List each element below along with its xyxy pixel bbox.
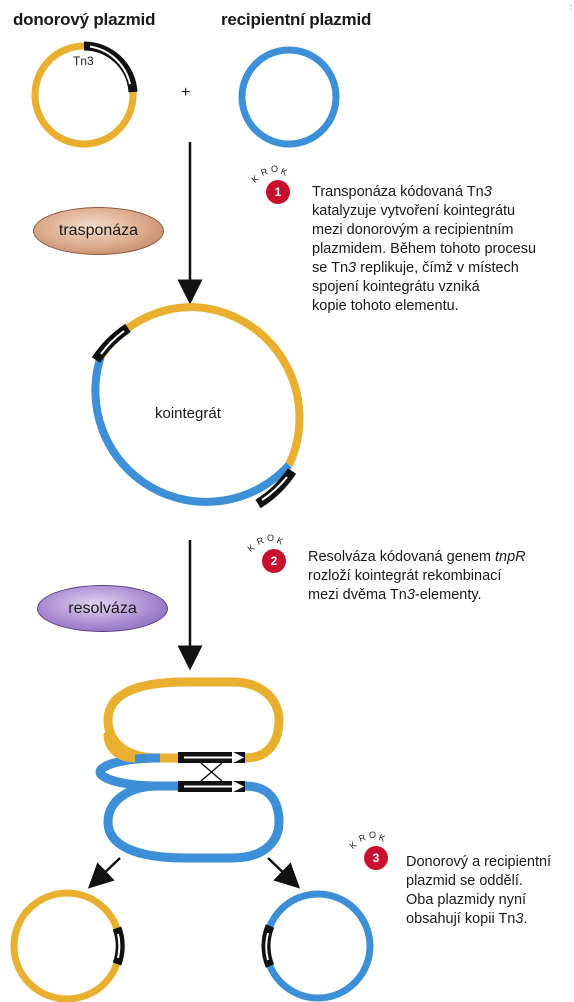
step-word-letter: R xyxy=(357,832,368,844)
description-line: plazmid se oddělí. xyxy=(406,873,523,889)
step-2-description: Resolváza kódovaná genem tnpR rozloží ko… xyxy=(308,548,526,605)
result-donor-plasmid xyxy=(10,889,125,1002)
description-line: plazmidem. Během tohoto procesu xyxy=(312,241,537,257)
description-line: katalyzuje vytvoření kointegrátu xyxy=(312,203,516,219)
description-line: obsahují kopii Tn3. xyxy=(406,911,528,927)
description-line: spojení kointegrátu vzniká xyxy=(312,279,480,295)
result-recipient-plasmid xyxy=(261,890,374,1002)
step-number: 2 xyxy=(262,549,286,573)
step-number: 3 xyxy=(364,846,388,870)
cointegrate-plasmid xyxy=(91,303,304,509)
description-line: mezi dvěma Tn3-elementy. xyxy=(308,587,482,603)
corner-mark: : xyxy=(569,2,572,12)
transposase-enzyme: trasponáza xyxy=(33,207,164,255)
cointegrate-label: kointegrát xyxy=(155,405,221,422)
resolvase-label: resolváza xyxy=(68,599,137,617)
donor-plasmid-title: donorový plazmid xyxy=(13,10,156,29)
arrow-to-donor xyxy=(87,857,121,889)
arrow-to-recipient xyxy=(267,857,301,889)
step-word-letter: R xyxy=(255,535,266,547)
recombination-loops xyxy=(95,677,284,863)
step-1-description: Transponáza kódovaná Tn3 katalyzuje vytv… xyxy=(312,183,536,316)
recipient-plasmid xyxy=(238,46,340,148)
step-3-description: Donorový a recipientní plazmid se oddělí… xyxy=(406,853,551,929)
description-line: Donorový a recipientní xyxy=(406,854,552,870)
step-word-letter: K xyxy=(279,166,290,178)
step-word-letter: O xyxy=(267,533,275,543)
step-word-letter: O xyxy=(369,830,377,840)
description-line: rozloží kointegrát rekombinací xyxy=(308,568,502,584)
resolvase-enzyme: resolváza xyxy=(37,585,168,632)
donor-plasmid xyxy=(31,41,138,148)
step-word-letter: K xyxy=(377,832,388,844)
tn3-label: Tn3 xyxy=(73,54,94,68)
plus-sign: + xyxy=(181,84,191,101)
transposase-label: trasponáza xyxy=(58,222,139,239)
step-word-letter: R xyxy=(259,166,270,178)
description-line: mezi donorovým a recipientním xyxy=(312,222,514,238)
step-word-letter: O xyxy=(271,164,279,174)
description-line: Transponáza kódovaná Tn3 xyxy=(312,184,492,200)
description-line: kopie tohoto elementu. xyxy=(312,298,459,314)
description-line: se Tn3 replikuje, čímž v místech xyxy=(312,260,519,276)
description-line: Oba plazmidy nyní xyxy=(406,892,527,908)
description-line: Resolváza kódovaná genem tnpR xyxy=(308,549,526,565)
recipient-plasmid-title: recipientní plazmid xyxy=(221,10,372,29)
step-number: 1 xyxy=(266,180,290,204)
step-word-letter: K xyxy=(275,535,286,547)
